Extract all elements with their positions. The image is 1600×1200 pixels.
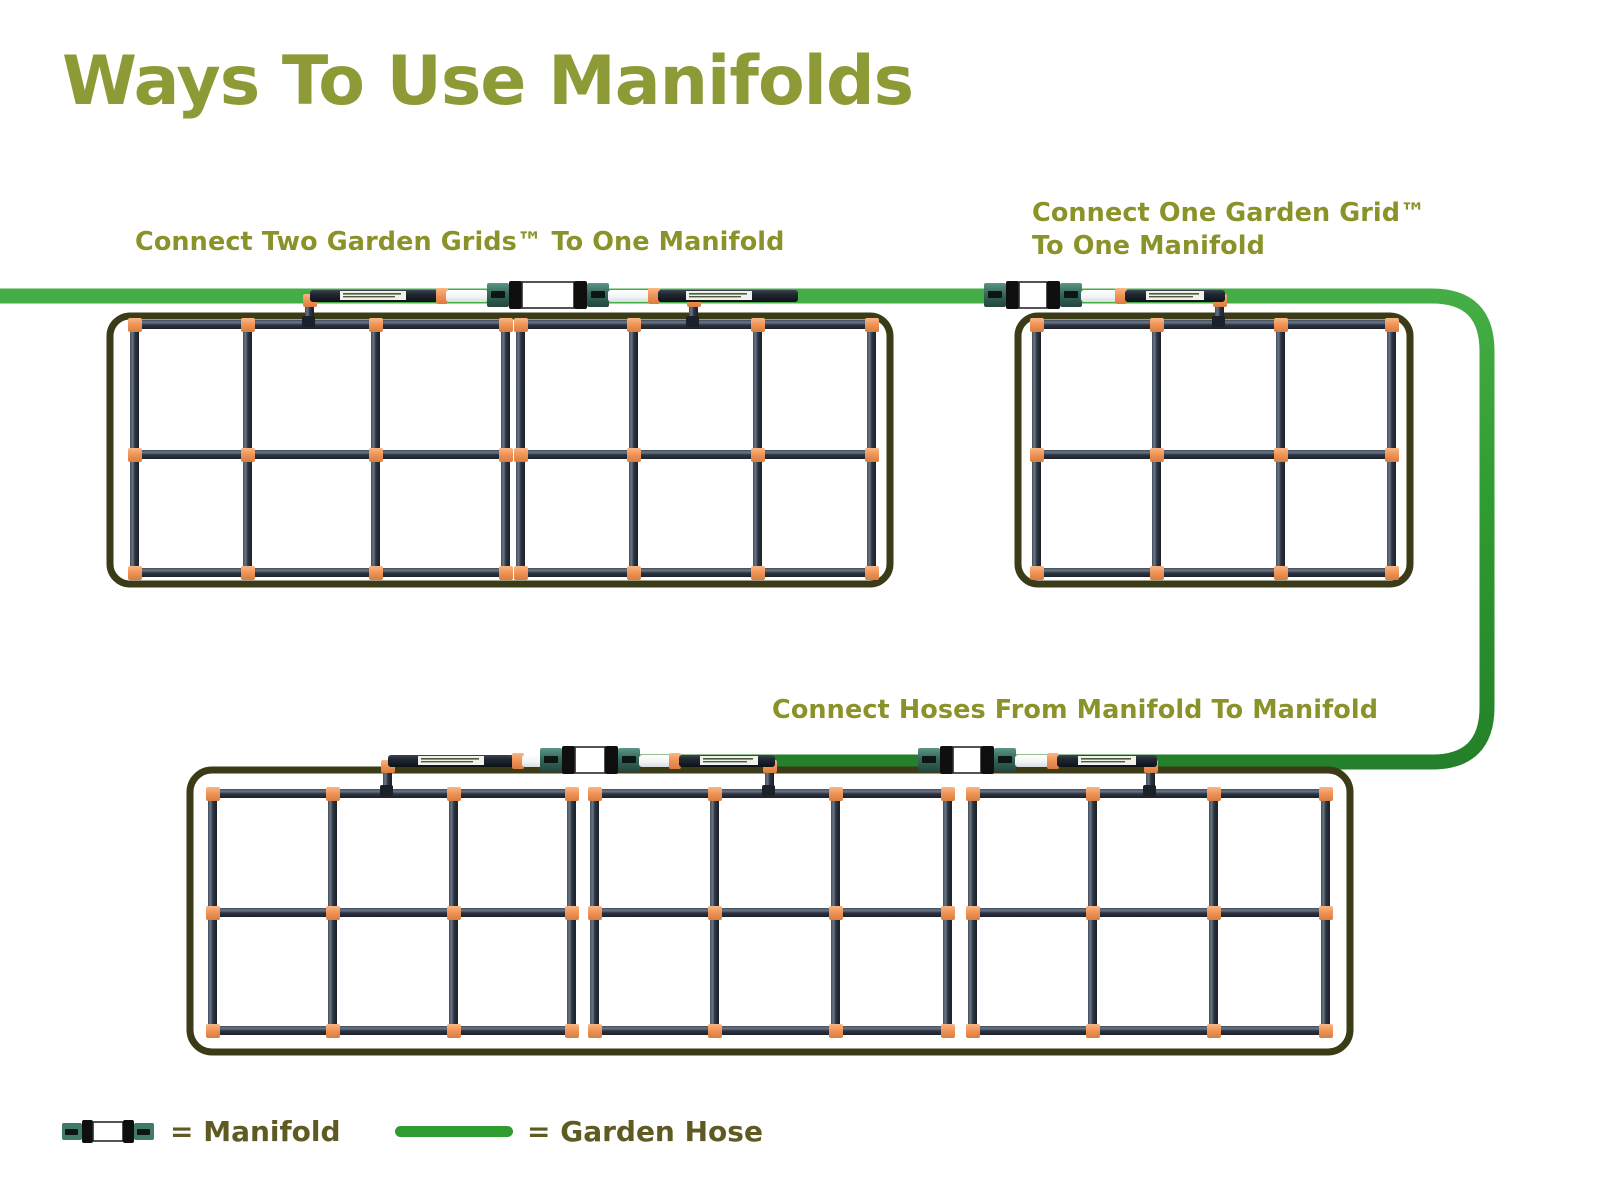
manifold-assembly-bottom-right [918,746,1157,774]
grid-c-fittings [1030,318,1399,580]
garden-hose-network [0,288,1495,770]
bed-two-grids [106,281,894,588]
manifold-assembly-bottom-left [388,746,775,774]
legend: = Manifold = Garden Hose [60,1108,820,1168]
heading-one-grid-line2: To One Manifold [1032,230,1265,261]
garden-grid-f [966,760,1333,1038]
grid-e-fittings [588,787,955,1038]
garden-grid-c [1030,294,1399,580]
bed-border-two-grids [106,312,894,588]
grid-b-fittings [514,318,879,580]
legend-label-manifold: = Manifold [170,1114,341,1148]
manifold-assembly-top-left [310,281,798,309]
garden-hose-swatch [395,1125,513,1137]
garden-grid-a [128,294,513,580]
manifold-icon [62,1120,154,1143]
grid-f-fittings [966,787,1333,1038]
garden-grid-d [206,760,579,1038]
grid-a-fittings [128,318,513,580]
legend-label-hose: = Garden Hose [527,1114,763,1148]
bed-three-grids [186,746,1354,1056]
garden-hose-top-run [0,288,1495,770]
manifold-assembly-top-right [984,281,1225,309]
heading-hoses-manifold-to-manifold: Connect Hoses From Manifold To Manifold [772,695,1379,725]
legend-item-hose: = Garden Hose [395,1108,763,1154]
garden-grid-e [588,760,955,1038]
bed-one-grid [984,281,1414,588]
garden-grid-b [514,294,879,580]
page-title: Ways To Use Manifolds [62,42,914,121]
grid-d-fittings [206,787,579,1038]
heading-one-grid-line1: Connect One Garden Grid™ [1032,198,1426,228]
legend-item-manifold: = Manifold [60,1108,341,1154]
heading-two-grids-one-manifold: Connect Two Garden Grids™ To One Manifol… [135,227,785,257]
heading-one-grid-one-manifold: Connect One Garden Grid™ To One Manifold [1032,197,1502,262]
